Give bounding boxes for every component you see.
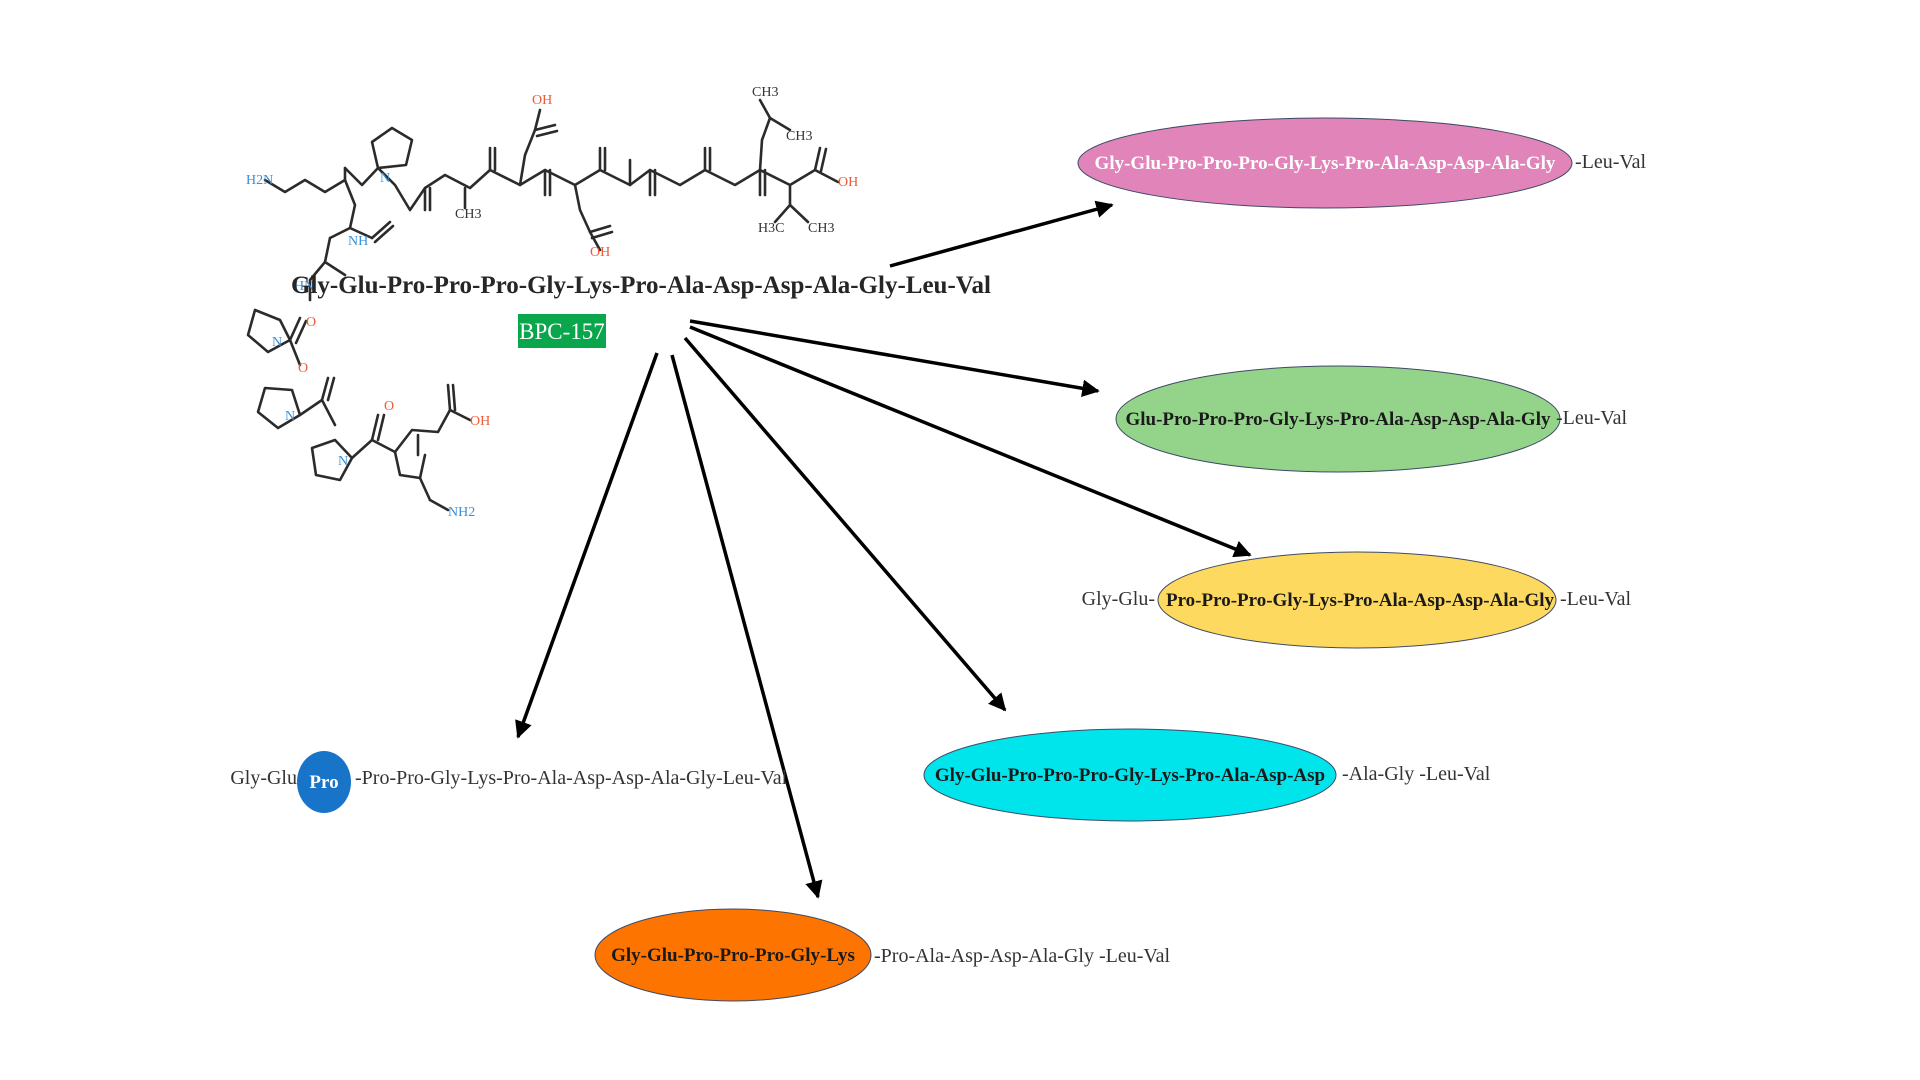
atom-oh-top: OH	[532, 93, 552, 108]
fragment-yellow-right: -Leu-Val	[1560, 588, 1632, 610]
atom-ch3-mid: CH3	[455, 207, 481, 222]
fragment-blue-right: -Pro-Pro-Gly-Lys-Pro-Ala-Asp-Asp-Ala-Gly…	[355, 767, 788, 789]
fragment-pink: Gly-Glu-Pro-Pro-Pro-Gly-Lys-Pro-Ala-Asp-…	[1077, 117, 1647, 209]
arrows	[515, 200, 1252, 899]
atom-oh-end: OH	[838, 175, 858, 190]
fragment-cyan: Gly-Glu-Pro-Pro-Pro-Gly-Lys-Pro-Ala-Asp-…	[923, 728, 1491, 822]
fragment-green: Glu-Pro-Pro-Pro-Gly-Lys-Pro-Ala-Asp-Asp-…	[1115, 365, 1628, 473]
fragment-orange: Gly-Glu-Pro-Pro-Pro-Gly-Lys -Pro-Ala-Asp…	[594, 908, 1170, 1002]
atom-ch3-top: CH3	[752, 85, 778, 100]
arrow-to-blue	[515, 352, 659, 739]
atom-n-1: N	[380, 171, 390, 186]
atom-hn: HN	[294, 279, 314, 294]
atom-nh: NH	[348, 234, 368, 249]
fragment-blue-sequence: Pro	[309, 772, 338, 793]
bpc157-badge	[518, 314, 606, 348]
fragment-blue-left: Gly-Glu	[230, 767, 297, 789]
atom-ch3-right: CH3	[786, 129, 812, 144]
atom-nh2: NH2	[448, 505, 475, 520]
fragment-cyan-right: -Ala-Gly -Leu-Val	[1342, 763, 1491, 785]
fragment-pink-sequence: Gly-Glu-Pro-Pro-Pro-Gly-Lys-Pro-Ala-Asp-…	[1095, 153, 1556, 174]
atom-n-4: N	[338, 454, 348, 469]
fragment-yellow-ellipse	[1157, 551, 1557, 649]
fragment-orange-sequence: Gly-Glu-Pro-Pro-Pro-Gly-Lys	[611, 945, 855, 966]
arrow-to-green	[689, 319, 1100, 397]
atom-labels: OH CH3 CH3 H2N NH HN CH3 OH OH H3C CH3 N…	[246, 85, 858, 520]
arrow-to-pink	[889, 200, 1114, 268]
fragment-green-right: -Leu-Val	[1556, 407, 1628, 429]
fragment-green-sequence: Glu-Pro-Pro-Pro-Gly-Lys-Pro-Ala-Asp-Asp-…	[1125, 409, 1551, 430]
fragment-pink-right: -Leu-Val	[1575, 151, 1647, 173]
atom-o-2: O	[298, 361, 308, 376]
atom-oh-glu: OH	[470, 414, 490, 429]
fragment-yellow-sequence: Pro-Pro-Pro-Gly-Lys-Pro-Ala-Asp-Asp-Ala-…	[1166, 590, 1555, 611]
fragment-yellow: Gly-Glu- Pro-Pro-Pro-Gly-Lys-Pro-Ala-Asp…	[1082, 551, 1632, 649]
atom-h3c: H3C	[758, 221, 784, 236]
atom-ch3-val: CH3	[808, 221, 834, 236]
bpc157-badge-label: BPC-157	[519, 319, 605, 344]
atom-n-3: N	[285, 409, 295, 424]
fragment-cyan-sequence: Gly-Glu-Pro-Pro-Pro-Gly-Lys-Pro-Ala-Asp-…	[935, 765, 1325, 786]
fragment-pink-ellipse	[1077, 117, 1573, 209]
atom-n-2: N	[272, 335, 282, 350]
atom-oh-asp: OH	[590, 245, 610, 260]
peptide-sequence-title: Gly-Glu-Pro-Pro-Pro-Gly-Lys-Pro-Ala-Asp-…	[291, 272, 991, 299]
atom-o-3: O	[384, 399, 394, 414]
atom-o-1: O	[306, 315, 316, 330]
atom-h2n: H2N	[246, 173, 273, 188]
fragment-orange-ellipse	[594, 908, 872, 1002]
fragment-orange-right: -Pro-Ala-Asp-Asp-Ala-Gly -Leu-Val	[874, 945, 1170, 967]
fragment-green-ellipse	[1115, 365, 1561, 473]
arrow-to-orange	[670, 354, 823, 899]
fragment-cyan-ellipse	[923, 728, 1337, 822]
fragment-yellow-left: Gly-Glu-	[1082, 588, 1155, 610]
fragment-blue-ellipse	[297, 751, 351, 813]
arrow-to-yellow	[689, 325, 1252, 558]
arrow-to-cyan	[683, 336, 1007, 712]
fragment-blue: Gly-Glu Pro -Pro-Pro-Gly-Lys-Pro-Ala-Asp…	[230, 751, 788, 813]
bpc157-structure	[246, 98, 840, 512]
